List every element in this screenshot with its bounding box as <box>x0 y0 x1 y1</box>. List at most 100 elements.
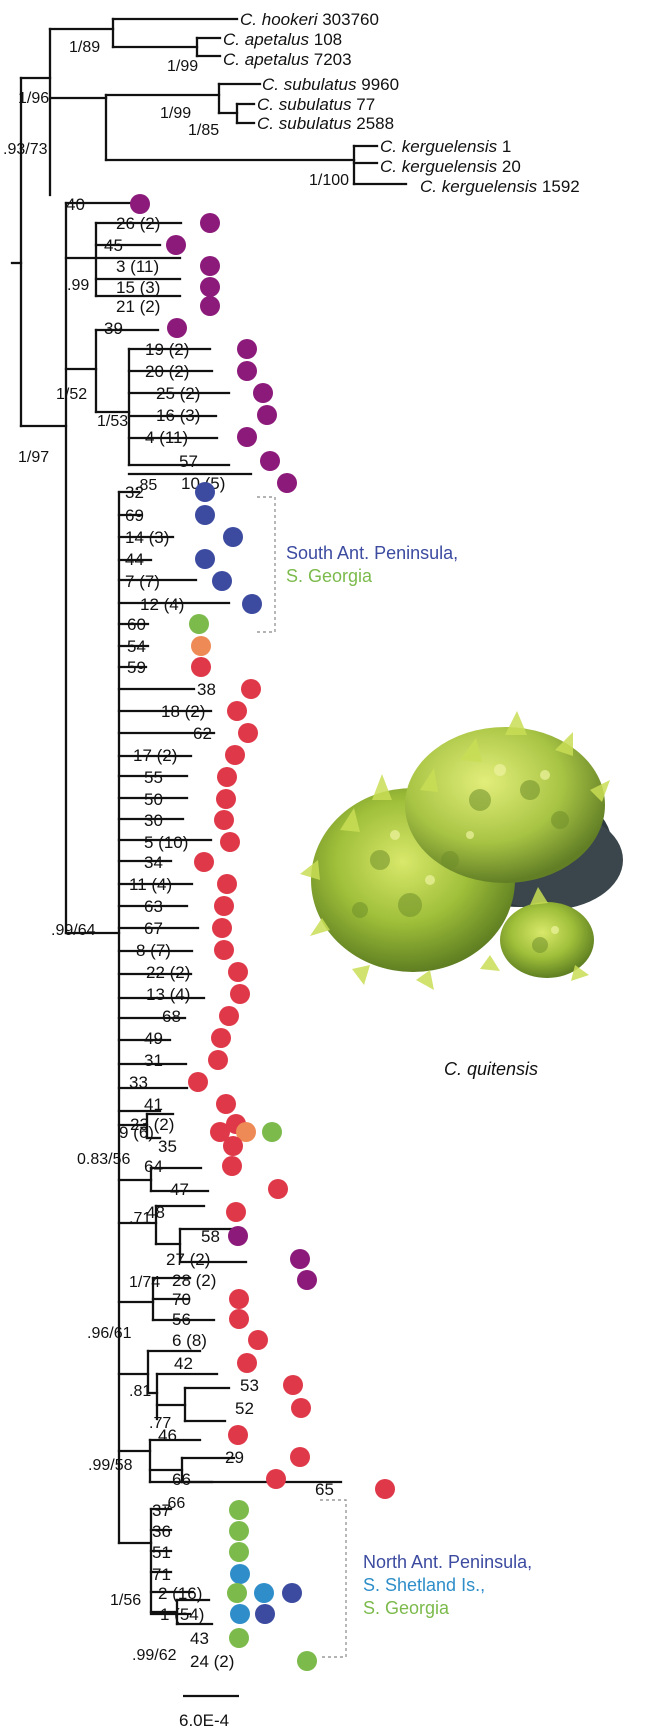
haplotype-region-dot <box>219 1006 239 1026</box>
haplotype-region-dot <box>277 473 297 493</box>
support-value: .96/61 <box>87 1325 132 1342</box>
haplotype-label: 62 <box>193 724 212 743</box>
haplotype-region-dot <box>225 745 245 765</box>
haplotype-label: 30 <box>144 811 163 830</box>
haplotype-region-dot <box>220 832 240 852</box>
outgroup-taxon-label: C. subulatus 2588 <box>257 114 394 133</box>
support-value: 0.83/56 <box>77 1151 130 1168</box>
haplotype-region-dot <box>229 1521 249 1541</box>
outgroup-taxon-label: C. subulatus 77 <box>257 95 375 114</box>
haplotype-region-dot <box>255 1604 275 1624</box>
haplotype-region-dot <box>229 1628 249 1648</box>
haplotype-label: 65 <box>315 1480 334 1499</box>
haplotype-label: 58 <box>201 1227 220 1246</box>
haplotype-region-dot <box>260 451 280 471</box>
haplotype-region-dot <box>166 235 186 255</box>
legend-south-line1: South Ant. Peninsula, <box>286 543 458 563</box>
taxon-genus: C. <box>257 114 279 133</box>
haplotype-region-dot <box>230 984 250 1004</box>
haplotype-region-dot <box>290 1249 310 1269</box>
haplotype-label: 48 <box>146 1203 165 1222</box>
haplotype-region-dot <box>268 1179 288 1199</box>
haplotype-label: 41 <box>144 1095 163 1114</box>
haplotype-region-dot <box>282 1583 302 1603</box>
support-value: .93/73 <box>3 141 48 158</box>
haplotype-label: 42 <box>174 1354 193 1373</box>
support-value: .99 <box>67 277 89 294</box>
outgroup-taxon-label: C. apetalus 108 <box>223 30 342 49</box>
haplotype-label: 1 (54) <box>160 1605 204 1624</box>
haplotype-label: 31 <box>144 1051 163 1070</box>
haplotype-label: 6 (8) <box>172 1331 207 1350</box>
haplotype-label: 27 (2) <box>166 1250 210 1269</box>
taxon-epithet: hookeri <box>262 10 319 29</box>
haplotype-label: 44 <box>125 550 144 569</box>
haplotype-region-dot <box>237 1353 257 1373</box>
haplotype-region-dot <box>208 1050 228 1070</box>
legend-south-line2: S. Georgia <box>286 566 373 586</box>
haplotype-label: 63 <box>144 897 163 916</box>
taxon-epithet: apetalus <box>245 50 310 69</box>
south-region-bracket <box>257 496 276 633</box>
haplotype-label: 43 <box>190 1629 209 1648</box>
taxon-genus: C. <box>223 50 245 69</box>
haplotype-label: 4 (11) <box>145 428 188 447</box>
support-value: 1/52 <box>56 386 87 403</box>
haplotype-region-dot <box>210 1122 230 1142</box>
haplotype-label: 35 <box>158 1137 177 1156</box>
haplotype-label: 57 <box>179 452 198 471</box>
haplotype-label: 66 <box>172 1470 191 1489</box>
haplotype-label: 21 (2) <box>116 297 160 316</box>
haplotype-label: 47 <box>170 1180 189 1199</box>
support-value: .99/64 <box>51 922 96 939</box>
haplotype-region-dot <box>237 427 257 447</box>
scale-bar-label: 6.0E-4 <box>179 1711 229 1730</box>
haplotype-label: 3 (11) <box>116 257 159 276</box>
haplotype-label: 68 <box>162 1007 181 1026</box>
haplotype-label: 9 (6) <box>119 1123 154 1142</box>
haplotype-label: 45 <box>104 236 123 255</box>
haplotype-region-dot <box>291 1398 311 1418</box>
haplotype-region-dot <box>212 571 232 591</box>
taxon-epithet: subulatus <box>284 75 357 94</box>
haplotype-region-dot <box>257 405 277 425</box>
support-value: 1/96 <box>18 90 49 107</box>
haplotype-region-dot <box>229 1500 249 1520</box>
haplotype-region-dot <box>229 1309 249 1329</box>
haplotype-region-dot <box>222 1156 242 1176</box>
haplotype-region-dot <box>283 1375 303 1395</box>
support-value: .99/62 <box>132 1647 177 1664</box>
haplotype-label: 5 (10) <box>144 833 188 852</box>
support-value: 1/53 <box>97 413 128 430</box>
taxon-id: 20 <box>497 157 521 176</box>
haplotype-label: 17 (2) <box>133 746 177 765</box>
haplotype-region-dot <box>217 874 237 894</box>
legend-north-line2: S. Shetland Is., <box>363 1575 485 1595</box>
haplotype-label: 23 (2) <box>130 1115 174 1134</box>
taxon-genus: C. <box>240 10 262 29</box>
taxon-id: 1 <box>497 137 511 156</box>
support-value: .85 <box>135 477 157 494</box>
haplotype-label: 53 <box>240 1376 259 1395</box>
support-value: .66 <box>163 1495 185 1512</box>
haplotype-region-dot <box>216 789 236 809</box>
haplotype-region-dot <box>195 549 215 569</box>
plant-photo <box>300 711 623 990</box>
haplotype-region-dot <box>253 383 273 403</box>
haplotype-label: 16 (3) <box>156 406 200 425</box>
taxon-epithet: subulatus <box>279 114 352 133</box>
haplotype-region-dot <box>189 614 209 634</box>
haplotype-region-dot <box>238 723 258 743</box>
haplotype-label: 49 <box>144 1029 163 1048</box>
haplotype-label: 69 <box>125 506 144 525</box>
support-value: .77 <box>149 1415 171 1432</box>
haplotype-region-dot <box>262 1122 282 1142</box>
support-value: 1/100 <box>309 172 349 189</box>
taxon-id: 108 <box>309 30 342 49</box>
haplotype-label: 26 (2) <box>116 214 160 233</box>
haplotype-region-dot <box>200 277 220 297</box>
support-value: 1/99 <box>167 58 198 75</box>
haplotype-label: 59 <box>127 658 146 677</box>
